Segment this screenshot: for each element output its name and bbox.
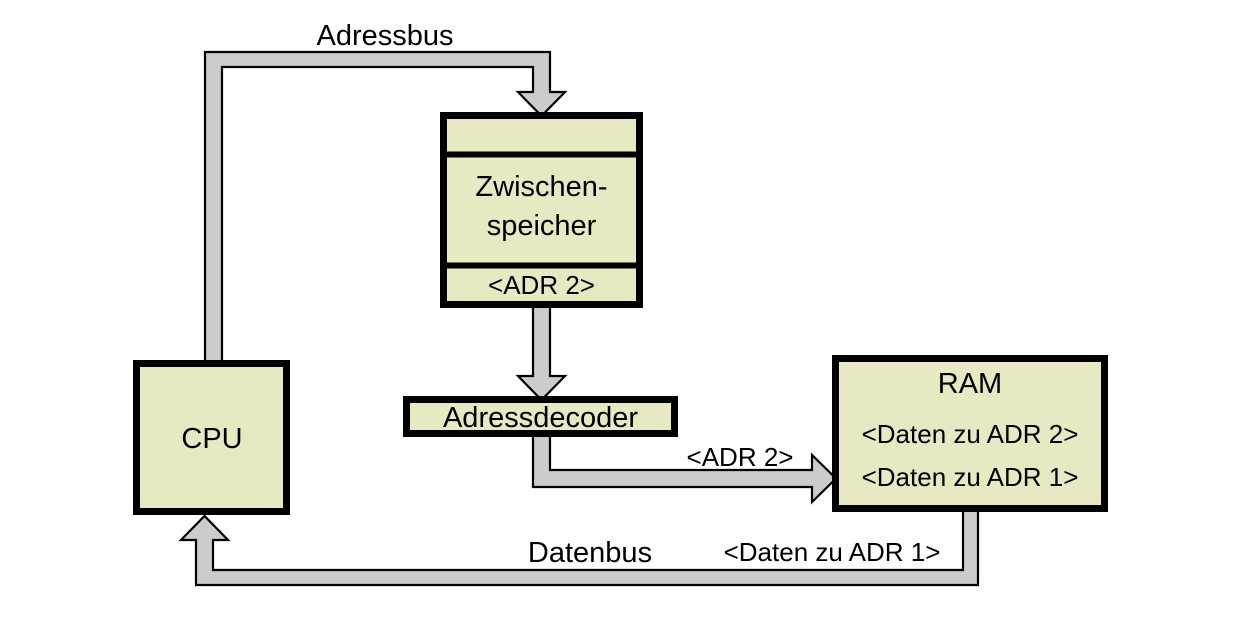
adressdecoder-label: Adressdecoder [443, 402, 638, 434]
datenbus-payload-label: <Daten zu ADR 1> [724, 537, 941, 567]
node-ram[interactable]: RAM <Daten zu ADR 2> <Daten zu ADR 1> [832, 355, 1108, 512]
zwischenspeicher-box[interactable] [440, 112, 643, 308]
ram-content-line-2: <Daten zu ADR 1> [862, 462, 1079, 492]
datenbus-label: Datenbus [528, 537, 652, 569]
bus-adressbus [203, 50, 568, 367]
node-cpu[interactable]: CPU [133, 360, 290, 515]
adressbus-label: Adressbus [316, 20, 453, 52]
bus-zwischenspeicher-to-decoder [515, 298, 568, 402]
bus-decoder-to-ram [531, 430, 838, 505]
cpu-label: CPU [181, 423, 242, 455]
cpu-box[interactable] [133, 360, 290, 515]
zwischenspeicher-label-line2: speicher [487, 210, 597, 242]
decoder-to-ram-band [531, 430, 838, 505]
adressbus-band [203, 50, 568, 367]
zwischenspeicher-label-line1: Zwischen- [475, 171, 607, 203]
adressdecoder-box[interactable] [403, 396, 678, 437]
bus-datenbus [178, 506, 980, 587]
datenbus-band [178, 506, 980, 587]
ram-label: RAM [938, 368, 1002, 400]
node-adressdecoder[interactable]: Adressdecoder [403, 396, 678, 437]
zwischenspeicher-slot-bottom: <ADR 2> [488, 270, 595, 300]
node-zwischenspeicher[interactable]: Zwischen- speicher <ADR 2> [440, 112, 643, 308]
decoder-input-band [515, 298, 568, 402]
ram-box[interactable] [832, 355, 1108, 512]
ram-content-line-1: <Daten zu ADR 2> [862, 419, 1079, 449]
decoder-to-ram-label: <ADR 2> [687, 442, 794, 472]
